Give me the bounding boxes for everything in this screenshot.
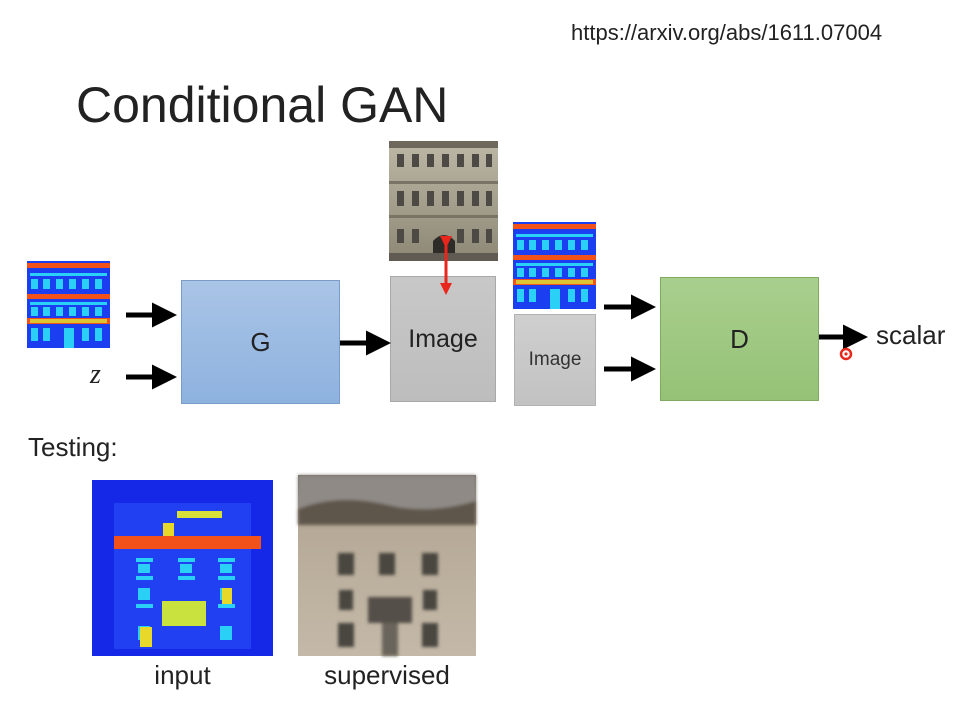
slide-title: Conditional GAN xyxy=(76,77,449,133)
generator-block: G xyxy=(181,280,340,404)
flow-arrows xyxy=(126,294,868,390)
testing-heading: Testing: xyxy=(28,432,118,462)
test-supervised-output-photo xyxy=(298,475,476,656)
pointer-cursor-icon xyxy=(839,347,853,361)
discriminator-image-label: Image xyxy=(528,349,582,370)
discriminator-label: D xyxy=(730,323,749,354)
supervised-caption: supervised xyxy=(324,660,450,690)
discriminator-block: D xyxy=(660,277,819,401)
generated-image-label: Image xyxy=(408,324,478,353)
discriminator-image-input-block: Image xyxy=(514,314,596,406)
input-caption: input xyxy=(154,660,211,690)
generated-image-block: Image xyxy=(390,276,496,402)
generator-label: G xyxy=(250,326,271,357)
test-input-label-map xyxy=(92,480,273,656)
facade-label-map-icon xyxy=(513,222,596,309)
building-photo-icon xyxy=(389,141,498,261)
noise-z-label: z xyxy=(90,359,101,390)
output-scalar-label: scalar xyxy=(876,320,946,350)
paper-url: https://arxiv.org/abs/1611.07004 xyxy=(571,20,883,45)
facade-label-map-icon xyxy=(27,261,110,348)
